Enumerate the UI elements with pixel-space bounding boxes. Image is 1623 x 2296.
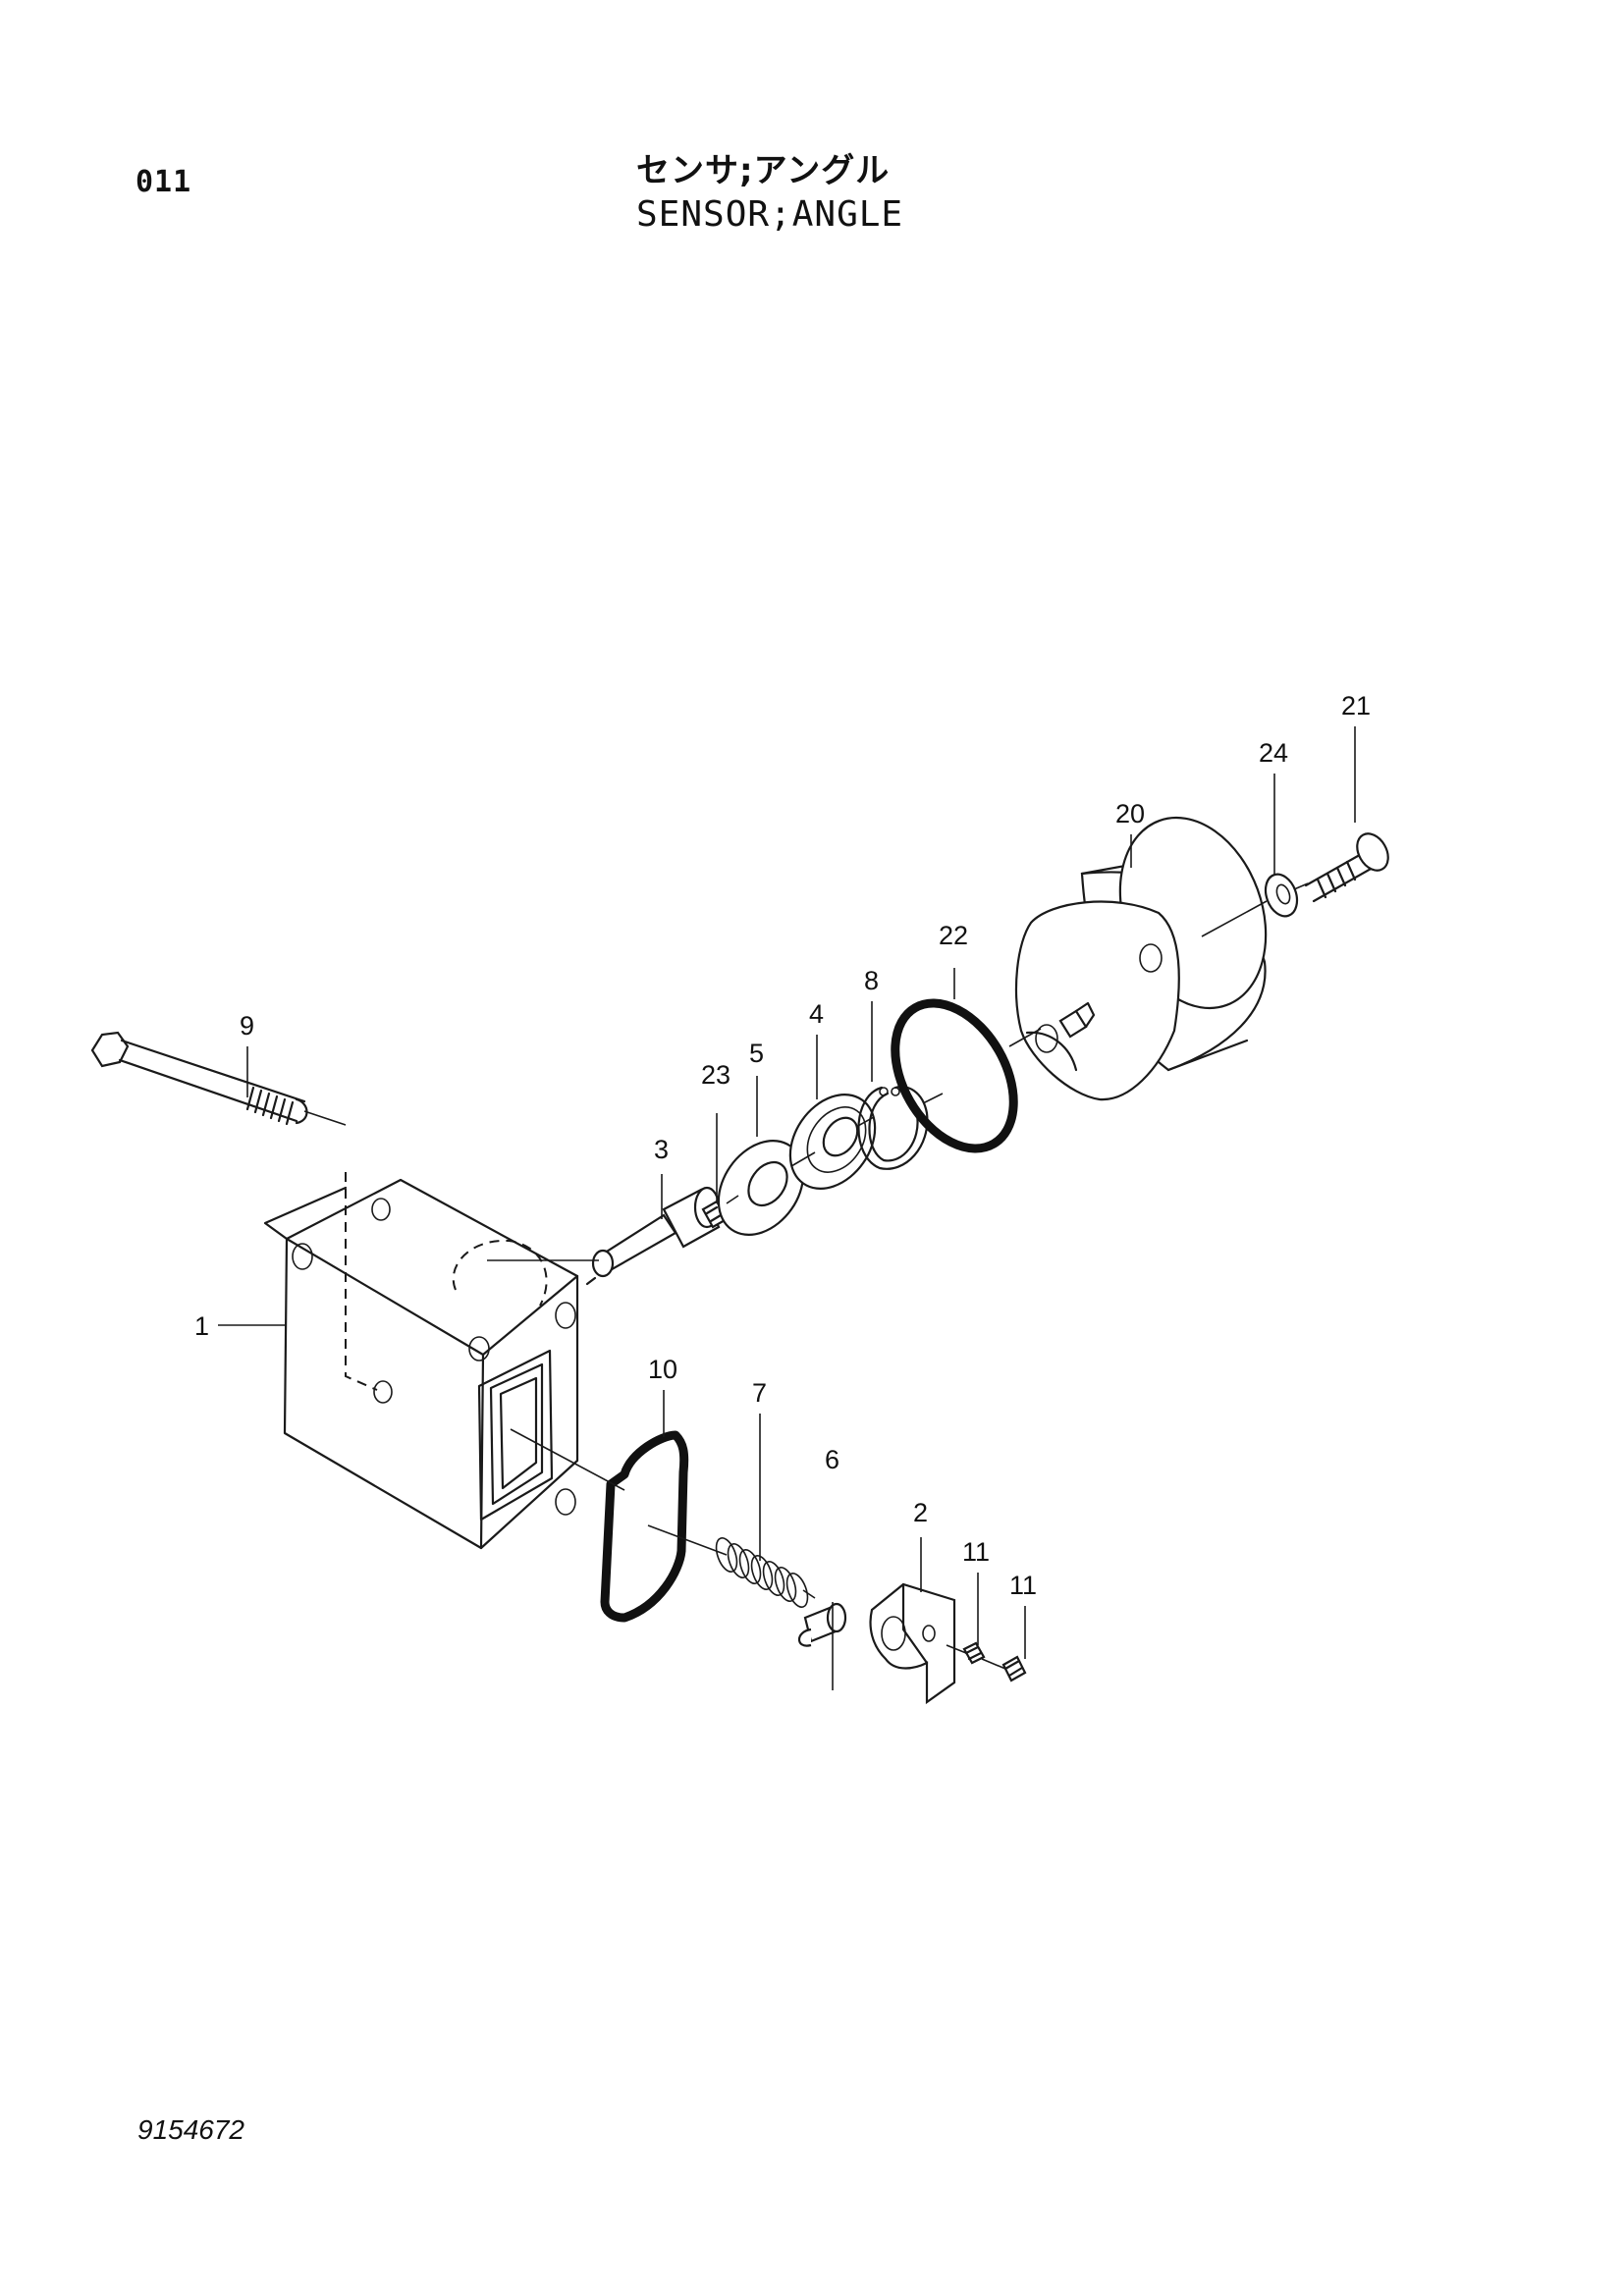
callout-numbers: 1 2 3 4 5 6 7 8 9 10 11 11 20 21 22 23 2… xyxy=(194,691,1371,1600)
part-5-washer[interactable] xyxy=(701,1125,821,1252)
callout-3: 3 xyxy=(654,1135,669,1164)
part-7-spring[interactable] xyxy=(712,1535,811,1610)
callout-24: 24 xyxy=(1259,738,1288,768)
title-japanese: センサ;アングル xyxy=(636,151,891,190)
title-english: SENSOR;ANGLE xyxy=(636,194,904,235)
callout-11a: 11 xyxy=(962,1537,990,1567)
callout-2: 2 xyxy=(913,1498,928,1527)
callout-22: 22 xyxy=(939,921,968,950)
callout-4: 4 xyxy=(809,999,824,1029)
callout-11b: 11 xyxy=(1009,1571,1037,1600)
assembly-axis-lines xyxy=(303,882,1309,1670)
drawing-number: 9154672 xyxy=(137,2114,245,2145)
page-code: 011 xyxy=(135,165,192,199)
part-6-plunger[interactable] xyxy=(797,1602,847,1647)
part-21-screw[interactable] xyxy=(1304,828,1394,903)
callout-leaders xyxy=(218,726,1356,1690)
part-9-bolt[interactable] xyxy=(90,1031,308,1126)
part-4-bearing[interactable] xyxy=(773,1079,893,1205)
callout-21: 21 xyxy=(1341,691,1371,721)
part-8-snap-ring[interactable] xyxy=(857,1085,929,1170)
callout-1: 1 xyxy=(194,1311,209,1341)
part-20-sensor[interactable] xyxy=(1014,797,1291,1101)
callout-6: 6 xyxy=(825,1445,839,1474)
callout-5: 5 xyxy=(749,1039,764,1068)
callout-7: 7 xyxy=(752,1378,767,1408)
callout-10: 10 xyxy=(648,1355,677,1384)
callout-9: 9 xyxy=(240,1011,254,1041)
part-24-washer[interactable] xyxy=(1260,870,1302,921)
part-11-set-screw-b[interactable] xyxy=(1001,1655,1027,1682)
part-3-shaft[interactable] xyxy=(585,1186,721,1286)
callout-8: 8 xyxy=(864,966,879,995)
part-2-lever[interactable] xyxy=(869,1582,956,1705)
part-22-o-ring[interactable] xyxy=(871,983,1038,1170)
part-11-set-screw-a[interactable] xyxy=(962,1641,986,1665)
callout-23: 23 xyxy=(701,1060,730,1090)
part-1-housing[interactable] xyxy=(263,1172,579,1550)
callout-20: 20 xyxy=(1115,799,1145,828)
part-10-gasket[interactable] xyxy=(600,1430,689,1623)
